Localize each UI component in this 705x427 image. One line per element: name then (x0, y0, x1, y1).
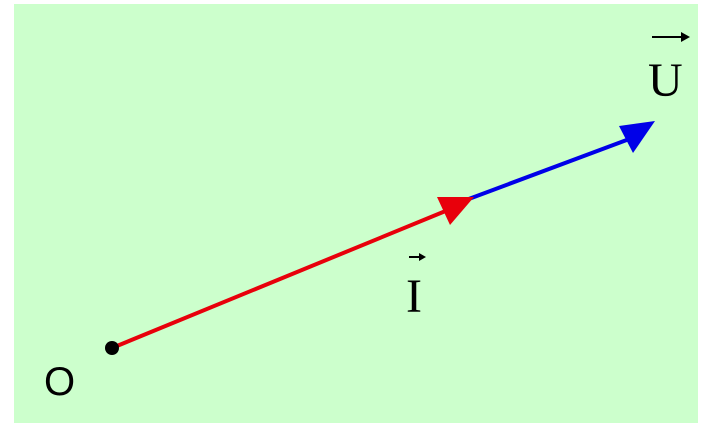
vector-u-overarrow (652, 32, 690, 42)
vector-u-label: U (648, 54, 683, 107)
vector-i-line (110, 208, 450, 350)
origin-point (105, 341, 119, 355)
vector-i-overarrow (409, 253, 426, 261)
origin-label: O (44, 360, 75, 404)
background-panel (14, 4, 698, 423)
vector-i-label: I (406, 270, 422, 323)
vector-u-arrowhead (619, 121, 655, 153)
vector-i-arrowhead (437, 197, 474, 225)
vector-u-line (457, 136, 633, 205)
